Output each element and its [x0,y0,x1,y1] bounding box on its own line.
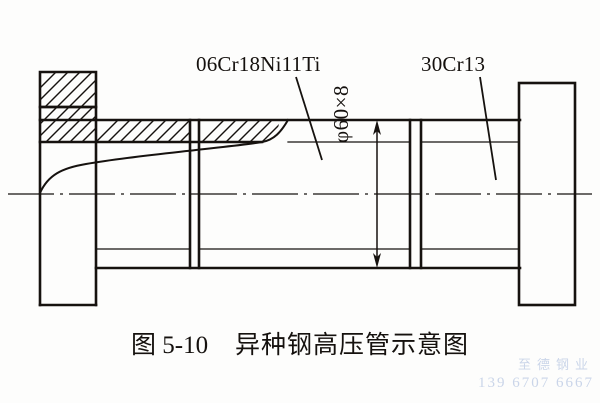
leader-line-left-material [295,76,323,161]
bore-transition-curves [38,118,290,195]
watermark: 至德钢业 139 6707 6667 [478,358,594,393]
hatch-wall-right [200,120,280,142]
caption-number: 图 5-10 [131,332,209,359]
label-right-material: 30Cr13 [421,52,486,76]
figure-caption: 图 5-10 异种钢高压管示意图 [0,325,600,361]
bore-edges [95,141,520,250]
dimension-line-diameter [373,120,381,268]
caption-title: 异种钢高压管示意图 [234,330,469,359]
left-flange-lower-outline [38,118,522,307]
hatch-wall-left [96,120,190,142]
left-flange-hatched-region [38,70,98,142]
watermark-phone: 139 6707 6667 [478,375,594,392]
dimension-label: φ60×8 [329,85,353,143]
label-left-material: 06Cr18Ni11Ti [196,52,321,76]
leader-line-right-material [479,76,497,181]
watermark-company: 至德钢业 [517,358,594,373]
